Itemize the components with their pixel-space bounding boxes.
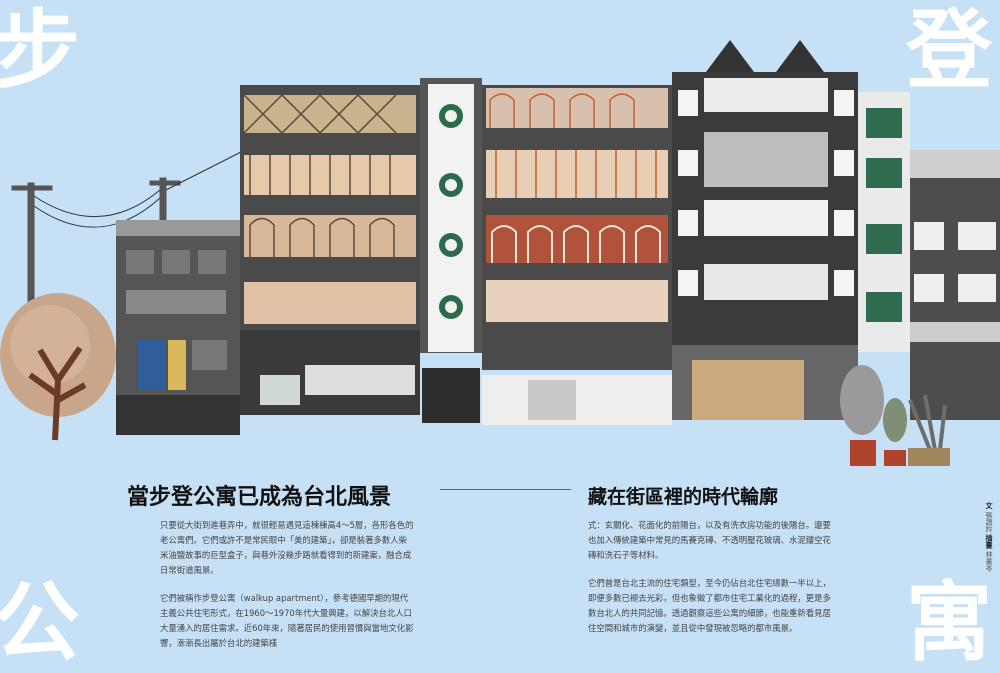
- building-tower-center: [420, 78, 482, 423]
- credits: 文 張語羚 插畫 林書岑: [979, 502, 993, 572]
- utility-poles: [11, 149, 246, 324]
- heading-right: 藏在街區裡的時代輪廓: [588, 486, 779, 508]
- credit-illus-author: 林書岑: [985, 550, 993, 572]
- building-far-right: [910, 150, 1000, 420]
- building-orange-pattern: [482, 85, 672, 425]
- paragraph: 它們被稱作步登公寓（walkup apartment），參考德國早期的現代主義公…: [160, 593, 414, 648]
- decor-char-left-top: 步: [0, 1, 80, 101]
- credit-text-label: 文: [985, 502, 993, 509]
- tree-left: [0, 293, 116, 441]
- heading-left: 當步登公寓已成為台北風景: [127, 485, 392, 510]
- building-main-left: [240, 85, 420, 415]
- paragraph: 式：玄關化、花面化的前陽台，以及有洗衣房功能的後陽台。還要也加入傳統建築中常見的…: [588, 520, 831, 560]
- body-column-right: 式：玄關化、花面化的前陽台，以及有洗衣房功能的後陽台。還要也加入傳統建築中常見的…: [588, 518, 834, 649]
- credit-illus-label: 插畫: [985, 534, 993, 549]
- building-green-windows: [858, 92, 910, 352]
- building-dark-tiled: [672, 40, 858, 420]
- decor-char-right-bottom: 寓: [906, 573, 992, 673]
- paragraph: 它們曾是台北主流的住宅類型，至今仍佔台北住宅總數一半以上，即便多數已褪去光彩，但…: [588, 578, 831, 633]
- body-column-left: 只要從大街到進巷弄中，就很輕易遇見這棟棟高4～5層，各形各色的老公寓們。它們或許…: [160, 518, 414, 664]
- potted-plants: [840, 365, 950, 466]
- decor-char-left-bottom: 公: [0, 573, 80, 673]
- paragraph: 只要從大街到進巷弄中，就很輕易遇見這棟棟高4～5層，各形各色的老公寓們。它們或許…: [160, 520, 414, 575]
- credit-text-author: 張語羚: [985, 511, 993, 533]
- decor-char-right-top: 登: [906, 1, 992, 101]
- building-small-left: [116, 220, 240, 435]
- street-illustration: [0, 40, 1000, 466]
- heading-divider: [440, 489, 571, 490]
